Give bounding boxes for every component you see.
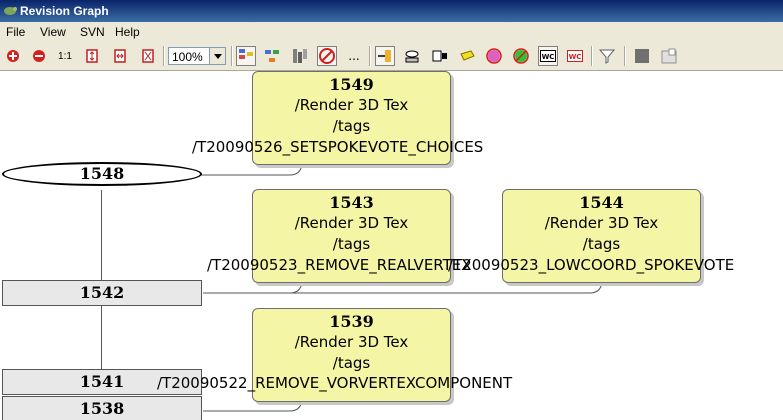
tag-revision: 1544	[579, 193, 624, 212]
graph-canvas[interactable]: 1549 /Render 3D Tex /tags /T20090526_SET…	[0, 71, 783, 420]
toolbar-separator	[591, 46, 593, 66]
revision-node-1538[interactable]: 1538	[2, 396, 202, 420]
tag-path: /Render 3D Tex	[294, 96, 409, 114]
tag-revision: 1539	[329, 312, 374, 331]
show-head-icon[interactable]	[402, 46, 422, 66]
menu-view[interactable]: View	[40, 25, 66, 39]
window-title: Revision Graph	[20, 4, 109, 18]
tag-name: /T20090522_REMOVE_VORVERTEXCOMPONENT	[157, 374, 513, 392]
revision-node-1548[interactable]: 1548	[2, 162, 202, 186]
tag-path: /Render 3D Tex	[294, 214, 409, 232]
show-wc-revision-icon[interactable]	[430, 46, 450, 66]
tag-path: /Render 3D Tex	[294, 333, 409, 351]
zoom-select[interactable]: 100%	[168, 47, 226, 65]
zoom-actual-size-button[interactable]: 1:1	[58, 50, 72, 62]
trunk-line	[101, 306, 102, 369]
hide-unchanged-icon[interactable]	[511, 46, 531, 66]
chevron-down-icon[interactable]	[209, 48, 225, 64]
title-bar: Revision Graph	[0, 0, 783, 22]
revision-node-1541[interactable]: 1541	[2, 369, 202, 395]
link-1548-1549	[200, 141, 303, 176]
tortoise-app-icon	[4, 7, 17, 15]
menu-svn[interactable]: SVN	[80, 25, 105, 39]
show-wc-icon[interactable]: WC	[538, 46, 558, 66]
menu-file[interactable]: File	[6, 25, 26, 39]
show-all-revisions-icon[interactable]	[375, 46, 395, 66]
fit-window-icon[interactable]	[138, 46, 158, 66]
tag-name: /T20090523_LOWCOORD_SPOKEVOTE	[448, 256, 735, 274]
revision-node-1542[interactable]: 1542	[2, 280, 202, 306]
tag-revision: 1543	[329, 193, 374, 212]
reduce-cross-lines-icon[interactable]	[317, 46, 337, 66]
tag-folder: /tags	[332, 117, 371, 135]
zoom-out-icon[interactable]	[29, 46, 49, 66]
zoom-in-icon[interactable]	[3, 46, 23, 66]
trunk-line	[101, 190, 102, 281]
hide-deleted-icon[interactable]	[484, 46, 504, 66]
more-options-button[interactable]: ...	[348, 49, 360, 63]
toolbar-separator	[624, 46, 626, 66]
tag-node-1549[interactable]: 1549 /Render 3D Tex /tags	[252, 71, 451, 165]
tag-name: /T20090526_SETSPOKEVOTE_CHOICES	[192, 138, 484, 156]
link-1542-1544	[203, 271, 603, 294]
fit-height-icon[interactable]	[82, 46, 102, 66]
align-trees-icon[interactable]	[290, 46, 310, 66]
group-branches-icon[interactable]	[236, 46, 256, 66]
tag-name: /T20090523_REMOVE_REALVERTEX	[207, 256, 472, 274]
tag-node-1539[interactable]: 1539 /Render 3D Tex /tags	[252, 308, 451, 402]
menu-help[interactable]: Help	[115, 25, 140, 39]
svg-text:WC: WC	[542, 53, 555, 61]
tag-folder: /tags	[582, 235, 621, 253]
tag-node-1544[interactable]: 1544 /Render 3D Tex /tags	[502, 189, 701, 283]
filter-icon[interactable]	[597, 46, 617, 66]
toolbar-separator	[163, 46, 165, 66]
show-tree-stripes-icon[interactable]	[632, 46, 652, 66]
toolbar-separator	[231, 46, 233, 66]
tag-node-1543[interactable]: 1543 /Render 3D Tex /tags	[252, 189, 451, 283]
show-wc-modified-icon[interactable]: WC	[565, 46, 585, 66]
toolbar-separator	[369, 46, 371, 66]
oldest-on-top-icon[interactable]	[262, 46, 282, 66]
zoom-value: 100%	[172, 50, 203, 64]
show-tags-icon[interactable]	[457, 46, 477, 66]
tag-revision: 1549	[329, 75, 374, 94]
tag-folder: /tags	[332, 354, 371, 372]
menu-bar: File View SVN Help	[0, 22, 783, 42]
toolbar: 1:1 100% ... WC WC	[0, 42, 783, 71]
show-overview-icon[interactable]	[659, 46, 679, 66]
fit-width-icon[interactable]	[110, 46, 130, 66]
svg-text:WC: WC	[569, 53, 582, 61]
tag-path: /Render 3D Tex	[544, 214, 659, 232]
tag-folder: /tags	[332, 235, 371, 253]
